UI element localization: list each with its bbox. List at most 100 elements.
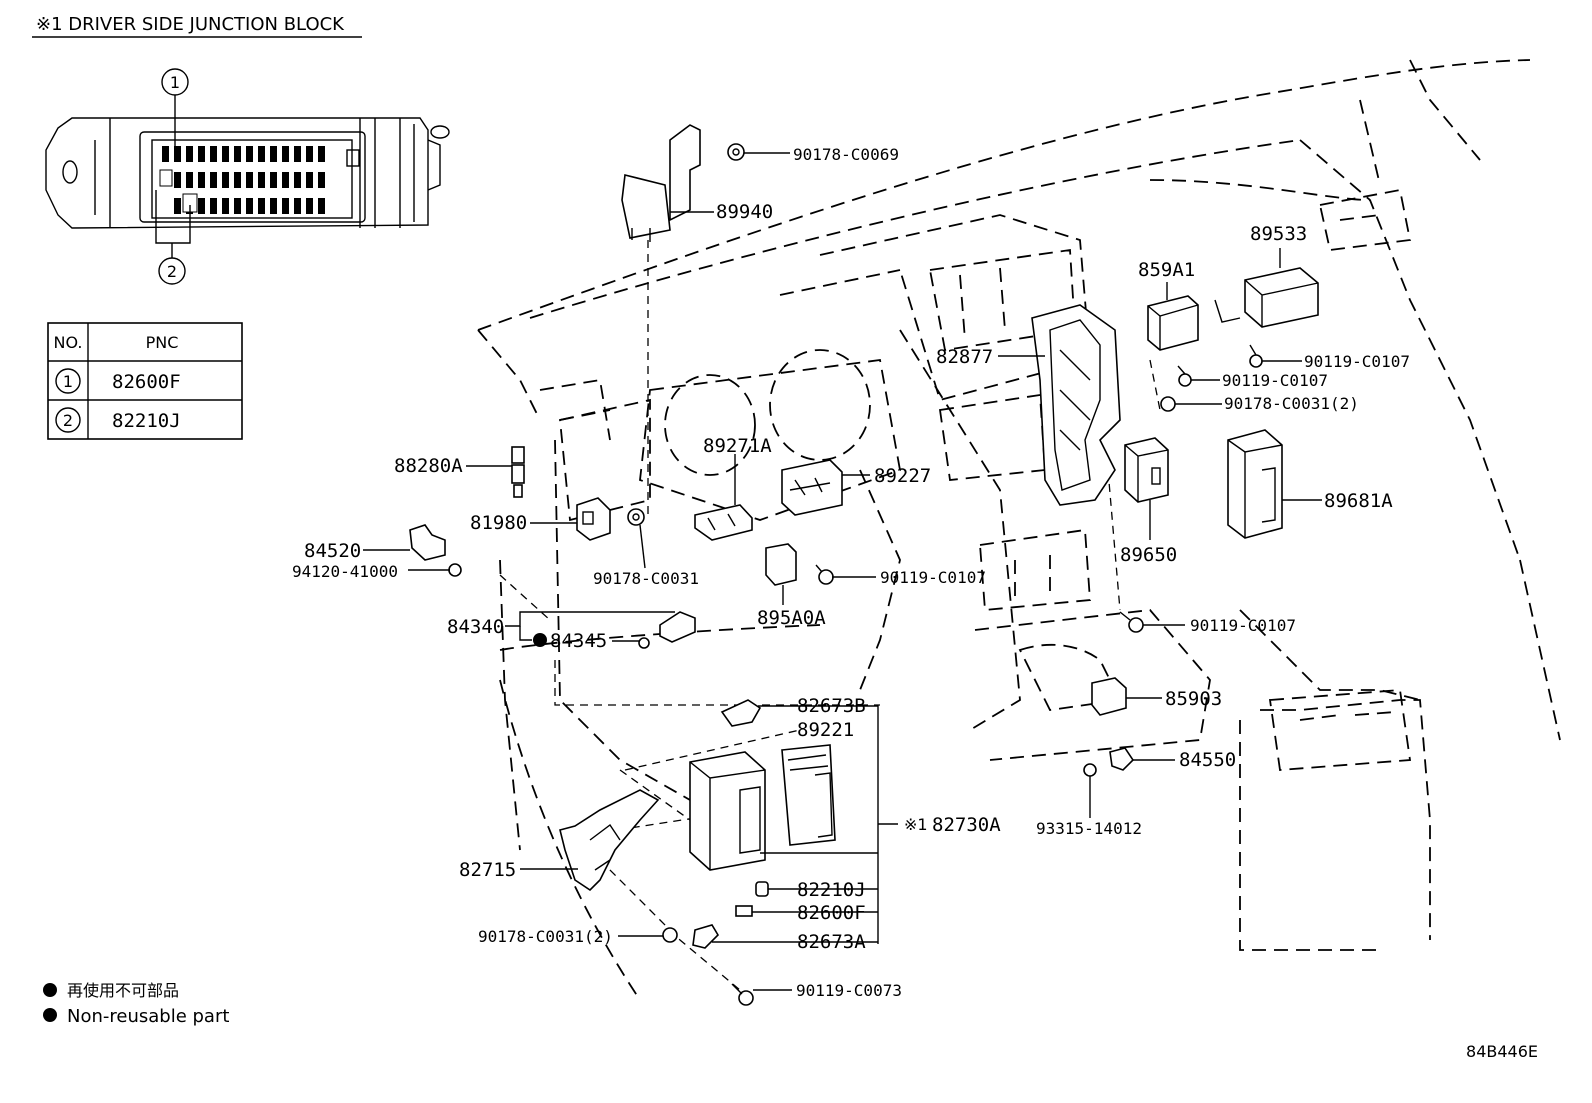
fuse-slot bbox=[210, 172, 217, 188]
fuse-slot bbox=[318, 172, 325, 188]
part-90178-C0031-2-lower-drawing bbox=[662, 927, 678, 943]
part-94120-41000-drawing bbox=[448, 563, 462, 577]
fuse-slot bbox=[234, 198, 241, 214]
fuse-slot bbox=[210, 146, 217, 162]
part-90178-C0069-drawing bbox=[727, 143, 745, 161]
part-89221-drawing bbox=[781, 744, 836, 846]
fuse-slot bbox=[306, 198, 313, 214]
fuse-slot bbox=[186, 146, 193, 162]
fuse-slot bbox=[234, 146, 241, 162]
label-90119-C0073: 90119-C0073 bbox=[796, 981, 902, 1000]
label-82715: 82715 bbox=[459, 859, 516, 881]
label-90119-C0107-c: 90119-C0107 bbox=[880, 568, 986, 587]
legend: 再使用不可部品 Non-reusable part bbox=[43, 981, 229, 1027]
part-90178-C0031-drawing bbox=[627, 508, 645, 526]
fuse-slot bbox=[198, 198, 205, 214]
fuse-slot bbox=[258, 172, 265, 188]
label-84345: 84345 bbox=[550, 630, 607, 652]
part-82715-drawing bbox=[559, 789, 660, 892]
fuse-slot bbox=[258, 198, 265, 214]
label-90119-C0107-a: 90119-C0107 bbox=[1304, 352, 1410, 371]
fuse-slot bbox=[270, 172, 277, 188]
label-90119-C0107-b: 90119-C0107 bbox=[1222, 371, 1328, 390]
part-89227-drawing bbox=[781, 459, 843, 516]
bolt-drawings-upper-right bbox=[1160, 344, 1263, 412]
part-82600F-drawing bbox=[735, 905, 753, 917]
fuse-slot bbox=[246, 198, 253, 214]
fuse-slot bbox=[210, 198, 217, 214]
non-reusable-marker-84345 bbox=[533, 633, 547, 647]
label-82673B: 82673B bbox=[797, 695, 866, 717]
part-89271A-drawing bbox=[694, 504, 753, 541]
part-859A1-drawing bbox=[1147, 295, 1199, 351]
label-93315-14012: 93315-14012 bbox=[1036, 819, 1142, 838]
label-94120-41000: 94120-41000 bbox=[292, 562, 398, 581]
fuse-slot bbox=[246, 172, 253, 188]
fuse-slot bbox=[306, 172, 313, 188]
pnc-row-1-value: 82600F bbox=[112, 371, 181, 393]
label-82730A: 82730A bbox=[932, 814, 1001, 836]
label-89681A: 89681A bbox=[1324, 490, 1393, 512]
bolt-90119-C0107-center bbox=[815, 564, 834, 585]
relay-slot bbox=[159, 169, 173, 187]
legend-bullet-2 bbox=[43, 1008, 57, 1022]
label-82877: 82877 bbox=[936, 346, 993, 368]
part-84340-drawing bbox=[638, 611, 696, 649]
label-90119-C0107-d: 90119-C0107 bbox=[1190, 616, 1296, 635]
pnc-header-no: NO. bbox=[54, 333, 83, 352]
fuse-slot bbox=[294, 198, 301, 214]
part-84550-drawing bbox=[1083, 747, 1135, 777]
fuse-slot bbox=[294, 172, 301, 188]
label-89227: 89227 bbox=[874, 465, 931, 487]
callout-1: 1 bbox=[161, 68, 189, 148]
figure-id: 84B446E bbox=[1466, 1042, 1538, 1061]
fuse-slot bbox=[198, 172, 205, 188]
callout-2: 2 bbox=[155, 190, 191, 285]
pnc-row-2-value: 82210J bbox=[112, 410, 181, 432]
junction-block-inset: ※1 DRIVER SIDE JUNCTION BLOCK 1 2 bbox=[32, 14, 450, 285]
label-89650: 89650 bbox=[1120, 544, 1177, 566]
fuse-slot bbox=[318, 146, 325, 162]
legend-english: Non-reusable part bbox=[67, 1006, 229, 1027]
part-82210J-drawing bbox=[755, 881, 769, 897]
fuse-slot bbox=[282, 146, 289, 162]
label-859A1: 859A1 bbox=[1138, 259, 1195, 281]
label-84340: 84340 bbox=[447, 616, 504, 638]
part-89940-drawing bbox=[621, 124, 701, 242]
pnc-table: NO. PNC 1 82600F 2 82210J bbox=[47, 322, 243, 440]
pnc-row-2: 2 82210J bbox=[55, 407, 181, 433]
label-89940: 89940 bbox=[716, 201, 773, 223]
part-895A0A-drawing bbox=[765, 543, 797, 586]
fuse-slot bbox=[258, 146, 265, 162]
part-labels: 90178-C0069 89940 89533 859A1 82877 9011… bbox=[292, 145, 1410, 1000]
fuse-slot bbox=[270, 146, 277, 162]
fuse-slot bbox=[282, 172, 289, 188]
part-89533-drawing bbox=[1214, 267, 1319, 328]
dashboard-outline bbox=[477, 59, 1561, 1001]
fuse-slot bbox=[234, 172, 241, 188]
label-90178-C0031-2-top: 90178-C0031(2) bbox=[1224, 394, 1359, 413]
fuse-slot bbox=[222, 198, 229, 214]
junction-block-drawing bbox=[45, 117, 450, 229]
pnc-header-pnc: PNC bbox=[146, 333, 179, 352]
label-895A0A: 895A0A bbox=[757, 607, 826, 629]
part-82877-drawing bbox=[1031, 304, 1121, 506]
svg-text:2: 2 bbox=[167, 262, 177, 281]
component-drawings bbox=[409, 124, 1319, 1006]
label-81980: 81980 bbox=[470, 512, 527, 534]
part-85903-drawing bbox=[1091, 677, 1127, 716]
label-84550: 84550 bbox=[1179, 749, 1236, 771]
legend-japanese: 再使用不可部品 bbox=[67, 981, 179, 1000]
legend-bullet-1 bbox=[43, 983, 57, 997]
fuse-grid bbox=[159, 146, 325, 214]
fuse-slot bbox=[174, 146, 181, 162]
fuse-slot bbox=[162, 146, 169, 162]
fuse-slot bbox=[306, 146, 313, 162]
fuse-slot bbox=[174, 172, 181, 188]
part-82673B-drawing bbox=[720, 699, 762, 727]
svg-text:1: 1 bbox=[63, 372, 73, 391]
label-89533: 89533 bbox=[1250, 223, 1307, 245]
fuse-slot bbox=[186, 172, 193, 188]
